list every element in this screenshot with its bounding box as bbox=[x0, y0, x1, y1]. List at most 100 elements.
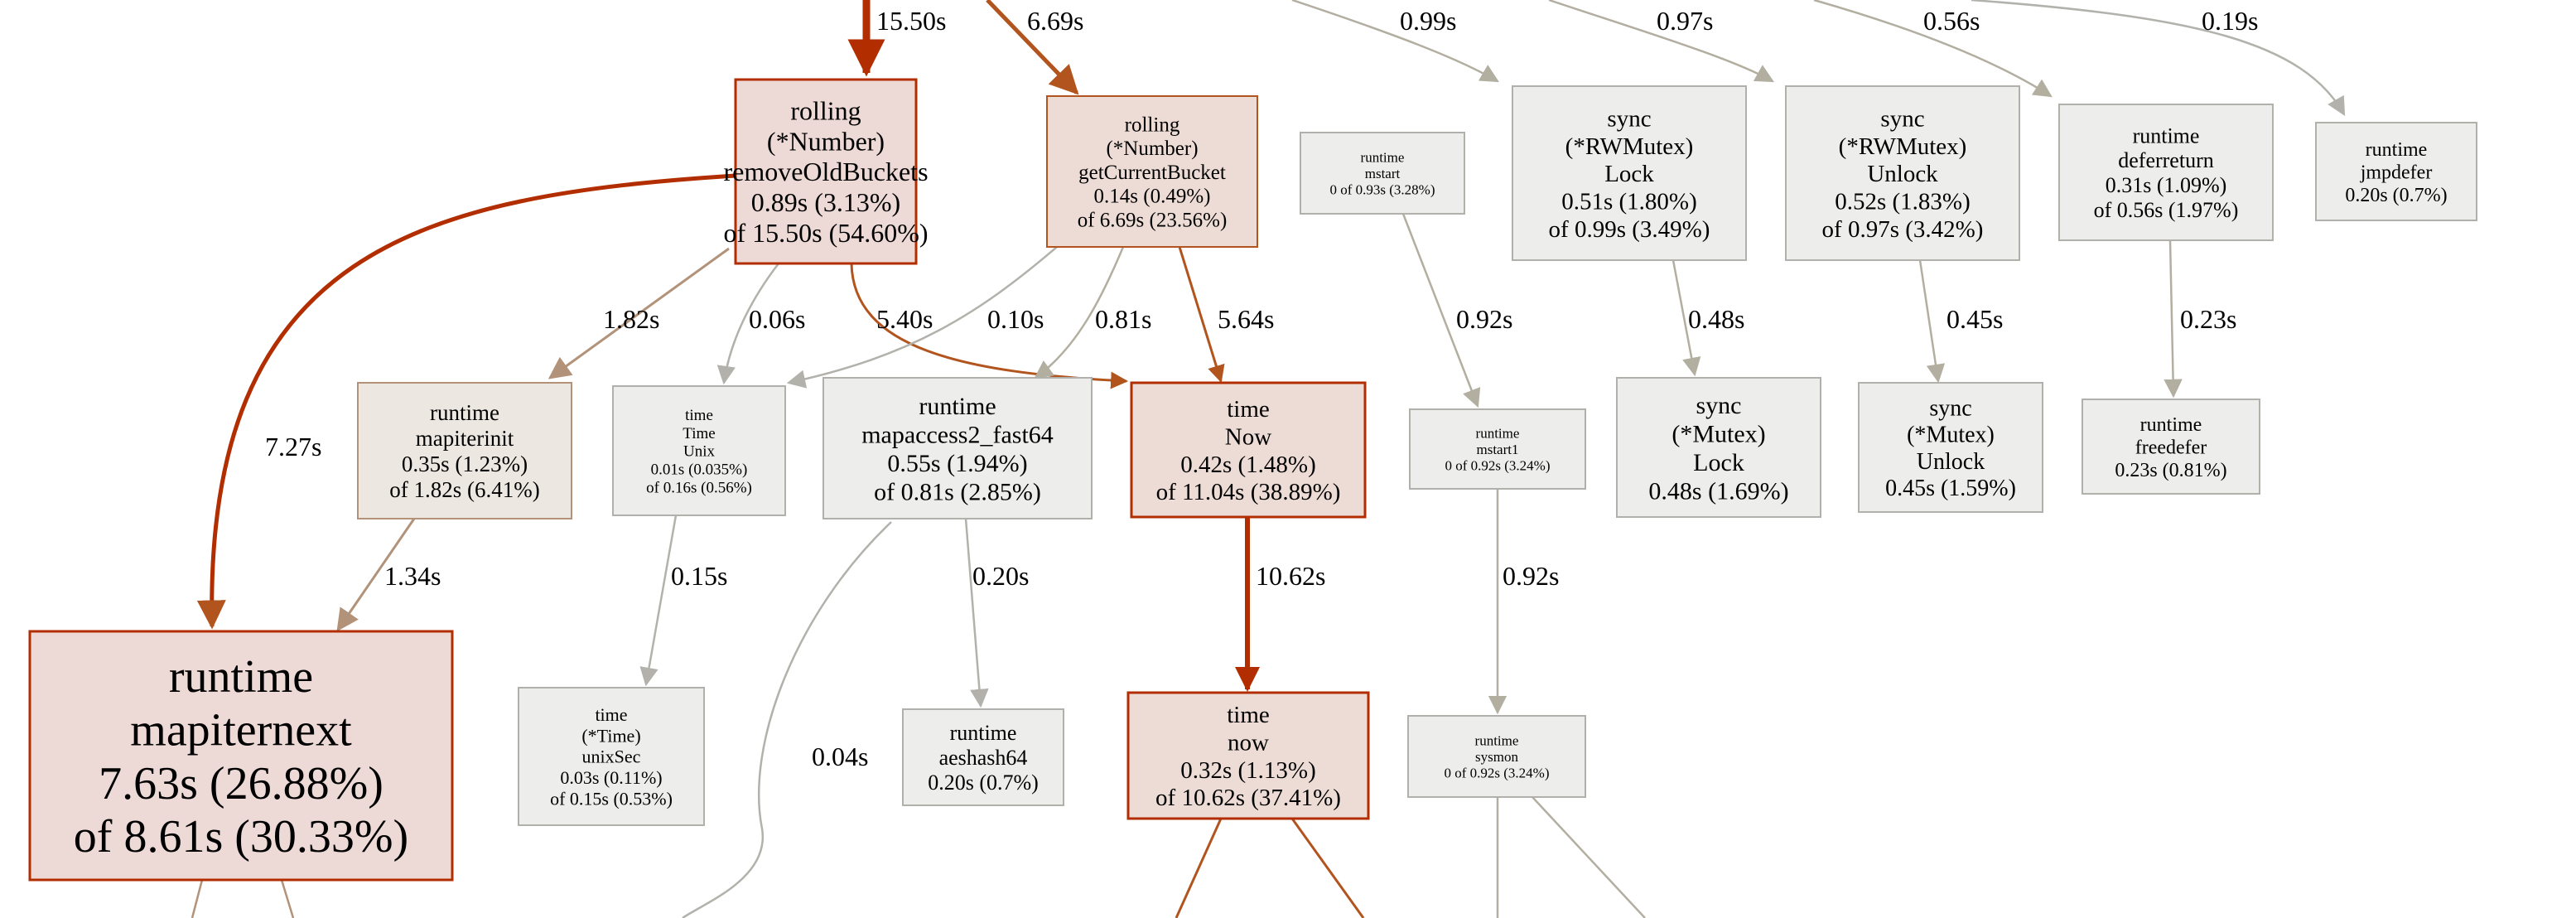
runtime-mstart-line-1: mstart bbox=[1365, 166, 1401, 181]
edge-removeoldbuckets-mapiterinit bbox=[548, 247, 730, 379]
rolling-removeoldbuckets-line-4: of 15.50s (54.60%) bbox=[723, 218, 928, 248]
time-now-lower-line-1: now bbox=[1228, 729, 1269, 756]
rolling-getcurrentbucket-line-4: of 6.69s (23.56%) bbox=[1078, 209, 1228, 231]
rolling-getcurrentbucket-line-2: getCurrentBucket bbox=[1078, 162, 1226, 184]
edge-in-deferreturn bbox=[1813, 0, 2053, 98]
runtime-mstart-box bbox=[1300, 132, 1465, 215]
time-now-upper-line-1: Now bbox=[1225, 423, 1271, 450]
time-time-unix-line-2: Unix bbox=[683, 443, 716, 461]
sync-rwmutex-lock-line-0: sync bbox=[1607, 105, 1651, 132]
runtime-jmpdefer-line-2: 0.20s (0.7%) bbox=[2345, 185, 2447, 206]
runtime-mstart1-box bbox=[1409, 408, 1586, 490]
rolling-removeoldbuckets-line-2: removeOldBuckets bbox=[723, 157, 928, 186]
edge-label-in-rwmutex-lock: 0.99s bbox=[1400, 6, 1456, 36]
time-time-unixsec-line-4: of 0.15s (0.53%) bbox=[550, 788, 673, 809]
runtime-mapiterinit-line-1: mapiterinit bbox=[416, 426, 514, 451]
time-time-unix-line-1: Time bbox=[683, 425, 715, 442]
edge-layer: 15.50s 6.69s 0.99s 0.97s 0.56s 0.19s 7.2… bbox=[191, 0, 2346, 918]
sync-mutex-lock-line-0: sync bbox=[1696, 392, 1742, 419]
edge-mapiterinit-mapiternext bbox=[336, 518, 416, 632]
time-time-unixsec-line-0: time bbox=[595, 704, 627, 725]
runtime-mstart-line-2: 0 of 0.93s (3.28%) bbox=[1329, 182, 1435, 198]
edge-label-removeoldbuckets-now: 5.40s bbox=[876, 304, 933, 334]
time-time-unix-line-0: time bbox=[685, 407, 713, 424]
edge-label-mapaccess-aeshash: 0.20s bbox=[972, 561, 1029, 591]
edge-getcurrentbucket-mapaccess bbox=[1034, 246, 1125, 379]
edge-rwmutex-unlock-mutex-unlock bbox=[1918, 259, 1946, 384]
runtime-mapiterinit-line-0: runtime bbox=[430, 400, 499, 425]
time-now-upper-box bbox=[1130, 381, 1367, 519]
edge-label-mstart1-sysmon: 0.92s bbox=[1503, 561, 1559, 591]
sync-mutex-unlock-line-3: 0.45s (1.59%) bbox=[1885, 476, 2016, 501]
runtime-freedefer-line-0: runtime bbox=[2140, 414, 2202, 436]
edge-getcurrentbucket-now bbox=[1178, 246, 1225, 384]
edge-label-getcurrentbucket-mapaccess: 0.81s bbox=[1095, 304, 1151, 334]
runtime-sysmon-line-0: runtime bbox=[1475, 732, 1519, 748]
edge-label-now-now: 10.62s bbox=[1256, 561, 1325, 591]
edge-sysmon-out-right bbox=[1532, 796, 1646, 918]
time-time-unix-box bbox=[612, 385, 786, 516]
runtime-mapaccess2-fast64-line-3: of 0.81s (2.85%) bbox=[874, 478, 1041, 505]
time-time-unixsec-line-3: 0.03s (0.11%) bbox=[560, 767, 662, 788]
edge-unix-unixsec bbox=[639, 515, 678, 687]
edge-label-getcurrentbucket-unix: 0.10s bbox=[987, 304, 1044, 334]
rolling-removeoldbuckets-line-1: (*Number) bbox=[767, 126, 885, 156]
time-time-unix-line-4: of 0.16s (0.56%) bbox=[646, 479, 752, 496]
runtime-freedefer-line-2: 0.23s (0.81%) bbox=[2115, 460, 2226, 481]
sync-mutex-lock-line-2: Lock bbox=[1693, 449, 1744, 476]
edge-now-out-right bbox=[1290, 818, 1365, 918]
time-now-lower-line-2: 0.32s (1.13%) bbox=[1180, 757, 1316, 784]
runtime-mapiterinit-line-2: 0.35s (1.23%) bbox=[402, 452, 528, 476]
rolling-removeoldbuckets-box bbox=[734, 78, 918, 265]
edge-now-out-left bbox=[1175, 818, 1223, 918]
edge-removeoldbuckets-now bbox=[850, 263, 1129, 389]
edge-label-removeoldbuckets-unix: 0.06s bbox=[749, 304, 805, 334]
runtime-deferreturn-line-2: 0.31s (1.09%) bbox=[2106, 173, 2227, 197]
runtime-mstart1-line-2: 0 of 0.92s (3.24%) bbox=[1445, 458, 1550, 474]
runtime-mapiternext-line-2: 7.63s (26.88%) bbox=[99, 758, 384, 809]
runtime-mapaccess2-fast64-line-1: mapaccess2_fast64 bbox=[861, 421, 1054, 448]
runtime-mapaccess2-fast64-line-0: runtime bbox=[919, 393, 996, 420]
rolling-getcurrentbucket-box bbox=[1046, 95, 1258, 248]
sync-rwmutex-unlock-line-2: Unlock bbox=[1867, 161, 1938, 187]
sync-rwmutex-lock-line-3: 0.51s (1.80%) bbox=[1561, 189, 1697, 215]
edge-removeoldbuckets-unix bbox=[716, 263, 779, 385]
edge-label-unix-unixsec: 0.15s bbox=[671, 561, 727, 591]
edge-in-rwmutex-lock bbox=[1291, 0, 1499, 83]
sync-mutex-unlock-box bbox=[1858, 382, 2043, 513]
sync-mutex-unlock-line-0: sync bbox=[1929, 396, 1971, 422]
runtime-mapaccess2-fast64-box bbox=[822, 377, 1093, 519]
runtime-sysmon-line-1: sysmon bbox=[1475, 749, 1518, 765]
sync-rwmutex-unlock-box bbox=[1785, 85, 2020, 261]
sync-rwmutex-unlock-line-4: of 0.97s (3.42%) bbox=[1822, 216, 1984, 243]
sync-rwmutex-unlock-line-3: 0.52s (1.83%) bbox=[1835, 189, 1971, 215]
runtime-jmpdefer-line-1: jmpdefer bbox=[2360, 162, 2433, 183]
runtime-mapiternext-line-1: mapiternext bbox=[130, 704, 352, 756]
edge-mapiternext-out-right bbox=[280, 879, 295, 918]
runtime-mapiterinit-box bbox=[357, 382, 572, 519]
rolling-getcurrentbucket-line-3: 0.14s (0.49%) bbox=[1094, 186, 1211, 208]
runtime-jmpdefer-line-0: runtime bbox=[2366, 139, 2428, 161]
